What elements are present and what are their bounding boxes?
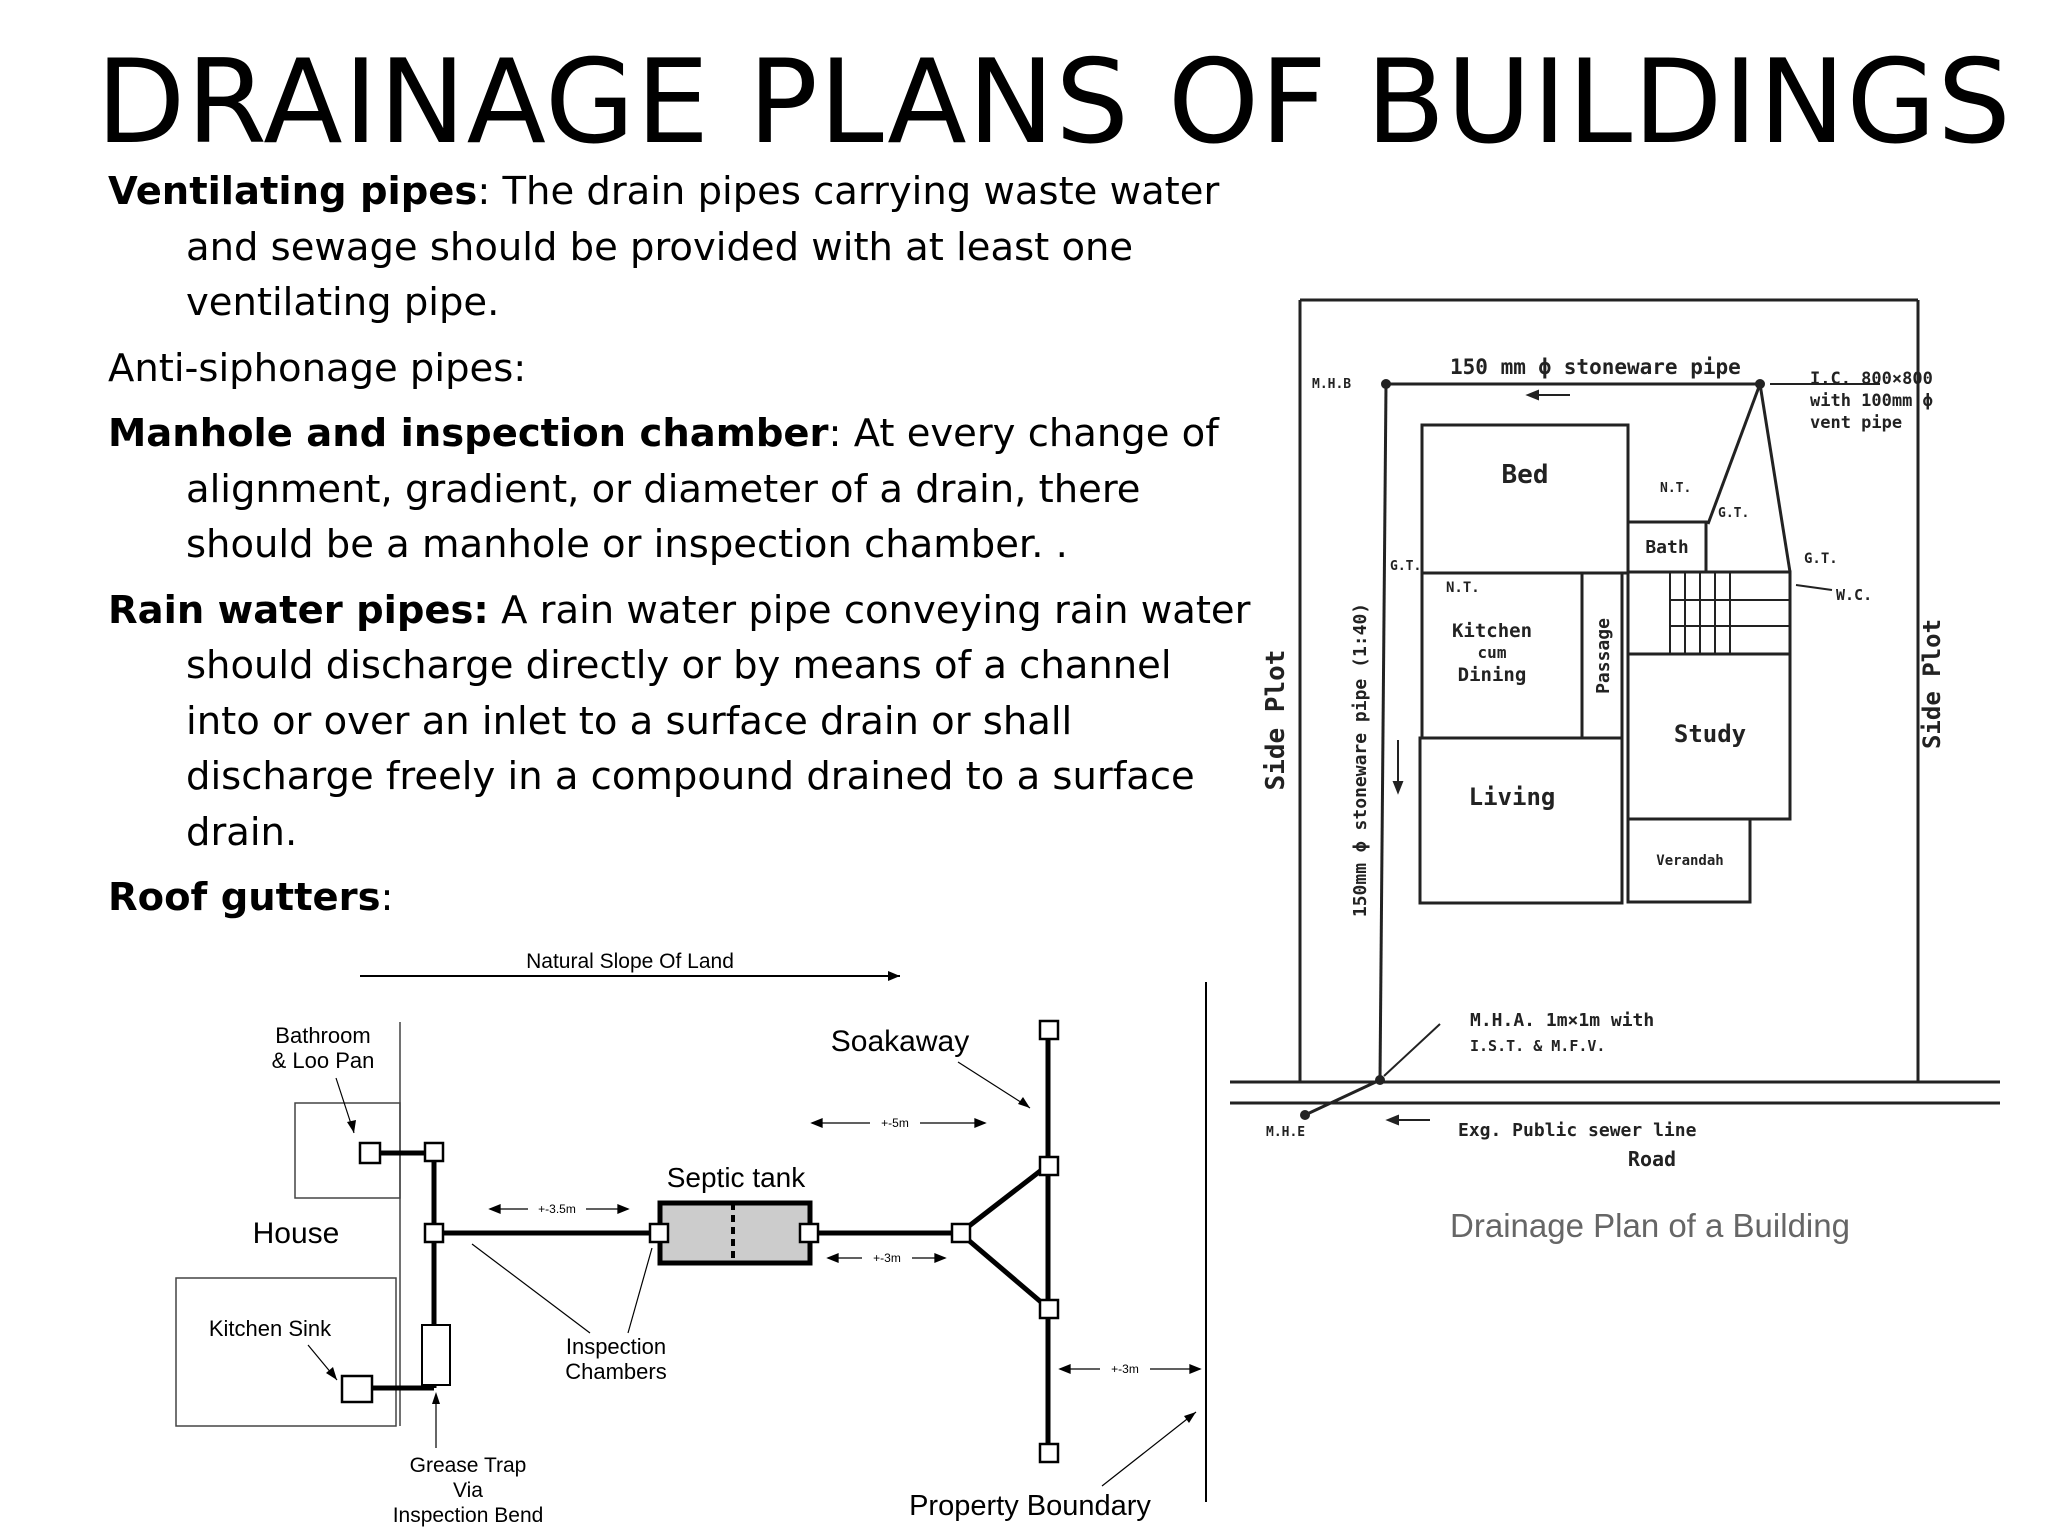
drainage-plan-caption: Drainage Plan of a Building	[1450, 1207, 1850, 1244]
plot-boundary	[1230, 298, 2000, 1105]
mha-label-2: I.S.T. & M.F.V.	[1470, 1037, 1605, 1055]
nt-left-label: N.T.	[1446, 580, 1480, 596]
soakaway-label: Soakaway	[831, 1025, 969, 1058]
term-ventilating-pipes: Ventilating pipes	[108, 169, 478, 214]
wc-label: W.C.	[1836, 586, 1872, 604]
paragraph-anti-siphonage: Anti-siphonage pipes:	[108, 341, 1253, 397]
side-plot-right-label: Side Plot	[1918, 619, 1946, 749]
kitchen-box	[175, 1277, 397, 1427]
mha-label-1: M.H.A. 1m×1m with	[1470, 1010, 1654, 1031]
paragraph-text: Anti-siphonage pipes:	[108, 345, 527, 391]
living-label: Living	[1469, 783, 1556, 811]
flow-arrows	[1383, 383, 1880, 1126]
paragraph-ventilating-pipes: Ventilating pipes: The drain pipes carry…	[108, 164, 1253, 331]
dim-3-5m: +-3.5m	[538, 1202, 576, 1216]
gt-right-label: G.T.	[1804, 551, 1838, 567]
term-separator: :	[828, 411, 842, 456]
paragraph-roof-gutters: Roof gutters:	[108, 870, 1253, 926]
grease-trap-label-2: Via	[453, 1479, 483, 1502]
kitchen-label-2: cum	[1478, 643, 1507, 662]
natural-slope-label: Natural Slope Of Land	[526, 950, 734, 973]
manholes	[1300, 379, 1765, 1120]
side-plot-left-label: Side Plot	[1261, 650, 1291, 791]
road-label: Road	[1628, 1147, 1676, 1171]
paragraph-rain-water: Rain water pipes: A rain water pipe conv…	[108, 583, 1253, 861]
dim-3m-a: +-3m	[873, 1251, 901, 1265]
mhe-label: M.H.E	[1266, 1125, 1305, 1140]
bath-label: Bath	[1645, 537, 1688, 558]
gt-top-label: G.T.	[1718, 506, 1749, 521]
sewer-label: Exg. Public sewer line	[1458, 1120, 1697, 1141]
grease-trap	[421, 1324, 451, 1386]
building-rooms	[1418, 423, 1792, 905]
verandah-label: Verandah	[1656, 853, 1723, 869]
house-label: House	[253, 1217, 340, 1250]
ic-label-2: with 100mm ϕ	[1810, 391, 1933, 411]
slide-title: DRAINAGE PLANS OF BUILDINGS	[96, 35, 2012, 170]
passage-label: Passage	[1593, 618, 1614, 694]
term-roof-gutters: Roof gutters	[108, 875, 381, 920]
body-text: Ventilating pipes: The drain pipes carry…	[108, 164, 1253, 936]
property-boundary-label: Property Boundary	[909, 1490, 1151, 1522]
term-manhole: Manhole and inspection chamber	[108, 411, 829, 456]
bathroom-label-2: & Loo Pan	[272, 1048, 375, 1073]
kitchen-label-3: Dining	[1458, 664, 1527, 686]
nt-top-label: N.T.	[1660, 481, 1691, 496]
grease-trap-label-1: Grease Trap	[410, 1454, 527, 1477]
stoneware-side-label: 150mm ϕ stoneware pipe (1:40)	[1350, 603, 1371, 917]
kitchen-sink-label: Kitchen Sink	[209, 1316, 332, 1341]
paragraph-text: A rain water pipe conveying rain water s…	[186, 587, 1251, 855]
ic-label-1: I.C. 800×800	[1810, 369, 1933, 389]
term-separator: :	[477, 169, 491, 214]
ic-label-3: vent pipe	[1810, 413, 1902, 433]
bathroom-label-1: Bathroom	[275, 1023, 370, 1048]
kitchen-label-1: Kitchen	[1452, 620, 1532, 642]
gt-left-label: G.T.	[1390, 559, 1421, 574]
grease-trap-label-3: Inspection Bend	[393, 1504, 544, 1527]
term-separator: :	[380, 875, 394, 920]
dim-5m: +-5m	[881, 1116, 909, 1130]
inspection-chambers-label-2: Chambers	[565, 1359, 666, 1384]
paragraph-text: At every change of alignment, gradient, …	[186, 411, 1219, 567]
natural-slope-arrow	[360, 971, 900, 981]
term-rain-water: Rain water pipes:	[108, 587, 489, 633]
inspection-chambers-label-1: Inspection	[566, 1334, 666, 1359]
mhb-label: M.H.B	[1312, 377, 1351, 392]
stoneware-top-label: 150 mm ϕ stoneware pipe	[1450, 355, 1741, 379]
septic-tank-label: Septic tank	[667, 1162, 807, 1193]
inspection-chambers	[340, 1019, 1060, 1464]
study-label: Study	[1674, 720, 1746, 748]
wc-stairs-hatch	[1669, 572, 1790, 654]
bed-label: Bed	[1502, 460, 1549, 490]
paragraph-text: The drain pipes carrying waste water and…	[186, 169, 1220, 325]
drain-lines	[1304, 382, 1792, 1117]
dim-3m-b: +-3m	[1111, 1362, 1139, 1376]
paragraph-manhole: Manhole and inspection chamber: At every…	[108, 406, 1253, 573]
